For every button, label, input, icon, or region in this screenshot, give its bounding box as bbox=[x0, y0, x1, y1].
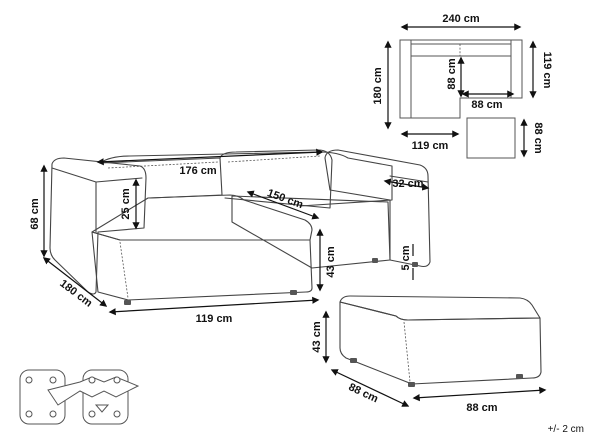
dim-line-chaise-length bbox=[42, 257, 108, 307]
ottoman-illustration: 43 cm 88 cm 88 cm bbox=[311, 295, 547, 414]
label-back-depth-top: 119 cm bbox=[541, 52, 553, 89]
connector-clip-icon bbox=[19, 369, 140, 425]
foot-back-mid bbox=[372, 258, 378, 263]
label-ottoman-top: 88 cm bbox=[532, 122, 544, 153]
tolerance-note: +/- 2 cm bbox=[548, 424, 584, 435]
ottoman-top-outline bbox=[466, 117, 516, 159]
clip-screw bbox=[49, 410, 57, 418]
clip-slot bbox=[94, 404, 110, 413]
dim-line-seat-depth bbox=[246, 190, 320, 220]
sofa-left-arm-top bbox=[51, 167, 143, 183]
label-chaise-front-width: 119 cm bbox=[196, 313, 233, 325]
label-seat-inner-a: 88 cm bbox=[446, 58, 458, 89]
label-seat-height: 43 cm bbox=[325, 246, 337, 277]
sofa-top-right-arm bbox=[510, 39, 523, 99]
dim-line-arm-width bbox=[383, 178, 430, 191]
chaise-sofa-illustration: 176 cm 32 cm 25 cm 68 cm 150 cm 43 cm 5 … bbox=[29, 148, 431, 325]
sofa-right-arm bbox=[324, 149, 431, 268]
label-seat-inner-b: 88 cm bbox=[471, 99, 502, 111]
dim-line-ottoman-depth bbox=[330, 369, 410, 407]
ottoman-edge bbox=[403, 321, 411, 383]
clip-screw bbox=[25, 410, 33, 418]
ottoman-top bbox=[339, 295, 541, 321]
clip-screw bbox=[25, 376, 33, 384]
clip-screw bbox=[49, 376, 57, 384]
chaise-cushion-front bbox=[91, 231, 313, 301]
chaise-cushion-top bbox=[91, 194, 313, 241]
label-arm-width: 32 cm bbox=[392, 178, 423, 190]
ottoman-front bbox=[339, 301, 542, 385]
dim-line-ottoman-width bbox=[412, 386, 547, 402]
clip-screw bbox=[88, 410, 96, 418]
clip-screw bbox=[88, 376, 96, 384]
label-ottoman-width: 88 cm bbox=[466, 402, 497, 414]
sofa-top-back-cushion bbox=[407, 43, 515, 57]
label-back-length: 176 cm bbox=[179, 165, 217, 177]
chaise-seam bbox=[119, 241, 129, 299]
ottoman-foot-left bbox=[350, 358, 357, 363]
foot-front-left bbox=[124, 300, 131, 305]
label-chaise-width-top: 119 cm bbox=[412, 140, 449, 152]
foot-back-right bbox=[412, 262, 418, 267]
label-width-top: 240 cm bbox=[442, 13, 480, 25]
sofa-top-left-arm bbox=[399, 39, 412, 119]
sofa-left-arm bbox=[49, 157, 147, 295]
ottoman-foot-right bbox=[516, 374, 523, 379]
dim-line-back-length bbox=[96, 148, 324, 166]
dim-line-chaise-front-width bbox=[108, 296, 320, 316]
label-backrest-height: 25 cm bbox=[120, 188, 132, 219]
clip-screw bbox=[113, 410, 121, 418]
ottoman-foot-front bbox=[408, 382, 415, 387]
label-depth-top: 180 cm bbox=[372, 67, 384, 105]
label-ottoman-height: 43 cm bbox=[311, 321, 323, 352]
sofa-seat-cushion bbox=[231, 195, 391, 269]
label-seat-depth: 150 cm bbox=[265, 187, 304, 211]
top-view-schematic: 240 cm 180 cm 119 cm 119 cm 88 cm 88 cm … bbox=[372, 13, 553, 159]
clip-screw bbox=[113, 376, 121, 384]
label-total-height: 68 cm bbox=[29, 198, 41, 229]
label-leg-height: 5 cm bbox=[400, 245, 412, 270]
foot-front-right bbox=[290, 290, 297, 295]
